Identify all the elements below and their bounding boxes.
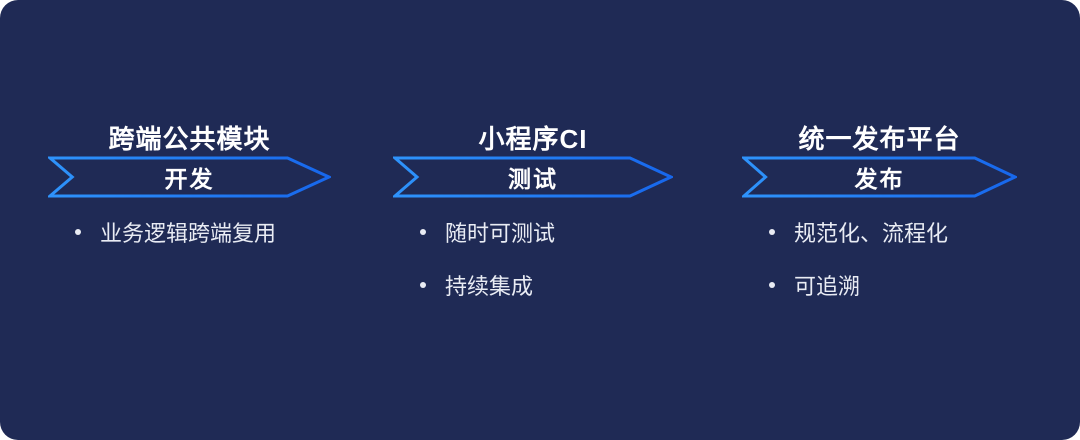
stage-banner-dev: 开发 (48, 156, 331, 198)
list-item: 持续集成 (393, 269, 673, 301)
bullet-list: 规范化、流程化 可追溯 (742, 216, 1017, 322)
bullet-list: 随时可测试 持续集成 (393, 216, 673, 322)
bullet-text: 规范化、流程化 (794, 221, 949, 246)
bullet-dot (769, 282, 775, 288)
pipeline-column-dev: 跨端公共模块 开发 业务逻辑跨端复用 (48, 0, 331, 440)
stage-arrow-outline (393, 156, 673, 198)
list-item: 可追溯 (742, 269, 1017, 301)
bullet-text: 持续集成 (445, 274, 534, 299)
bullet-dot (75, 229, 81, 235)
bullet-text: 可追溯 (794, 274, 861, 299)
bullet-list: 业务逻辑跨端复用 (48, 216, 331, 269)
stage-banner-release: 发布 (742, 156, 1017, 198)
bullet-dot (769, 229, 775, 235)
stage-label: 测试 (508, 166, 558, 192)
bullet-dot (420, 282, 426, 288)
stage-banner-test: 测试 (393, 156, 673, 198)
pipeline-column-release: 统一发布平台 发布 规范化、流程化 可追溯 (742, 0, 1017, 440)
bullet-text: 随时可测试 (445, 221, 556, 246)
column-title: 跨端公共模块 (108, 123, 271, 154)
stage-label: 发布 (854, 166, 905, 192)
column-title: 小程序CI (478, 123, 588, 154)
stage-arrow-shape (393, 156, 673, 198)
list-item: 规范化、流程化 (742, 216, 1017, 248)
stage-label: 开发 (164, 166, 215, 192)
stage-arrow-shape (48, 156, 331, 198)
bullet-dot (420, 229, 426, 235)
column-title: 统一发布平台 (798, 123, 961, 154)
list-item: 业务逻辑跨端复用 (48, 216, 331, 248)
pipeline-column-test: 小程序CI 测试 随时可测试 持续集成 (393, 0, 673, 440)
list-item: 随时可测试 (393, 216, 673, 248)
bullet-text: 业务逻辑跨端复用 (100, 221, 277, 246)
stage-arrow-shape (742, 156, 1017, 198)
stage-arrow-outline (742, 156, 1017, 198)
stage-arrow-outline (48, 156, 331, 198)
